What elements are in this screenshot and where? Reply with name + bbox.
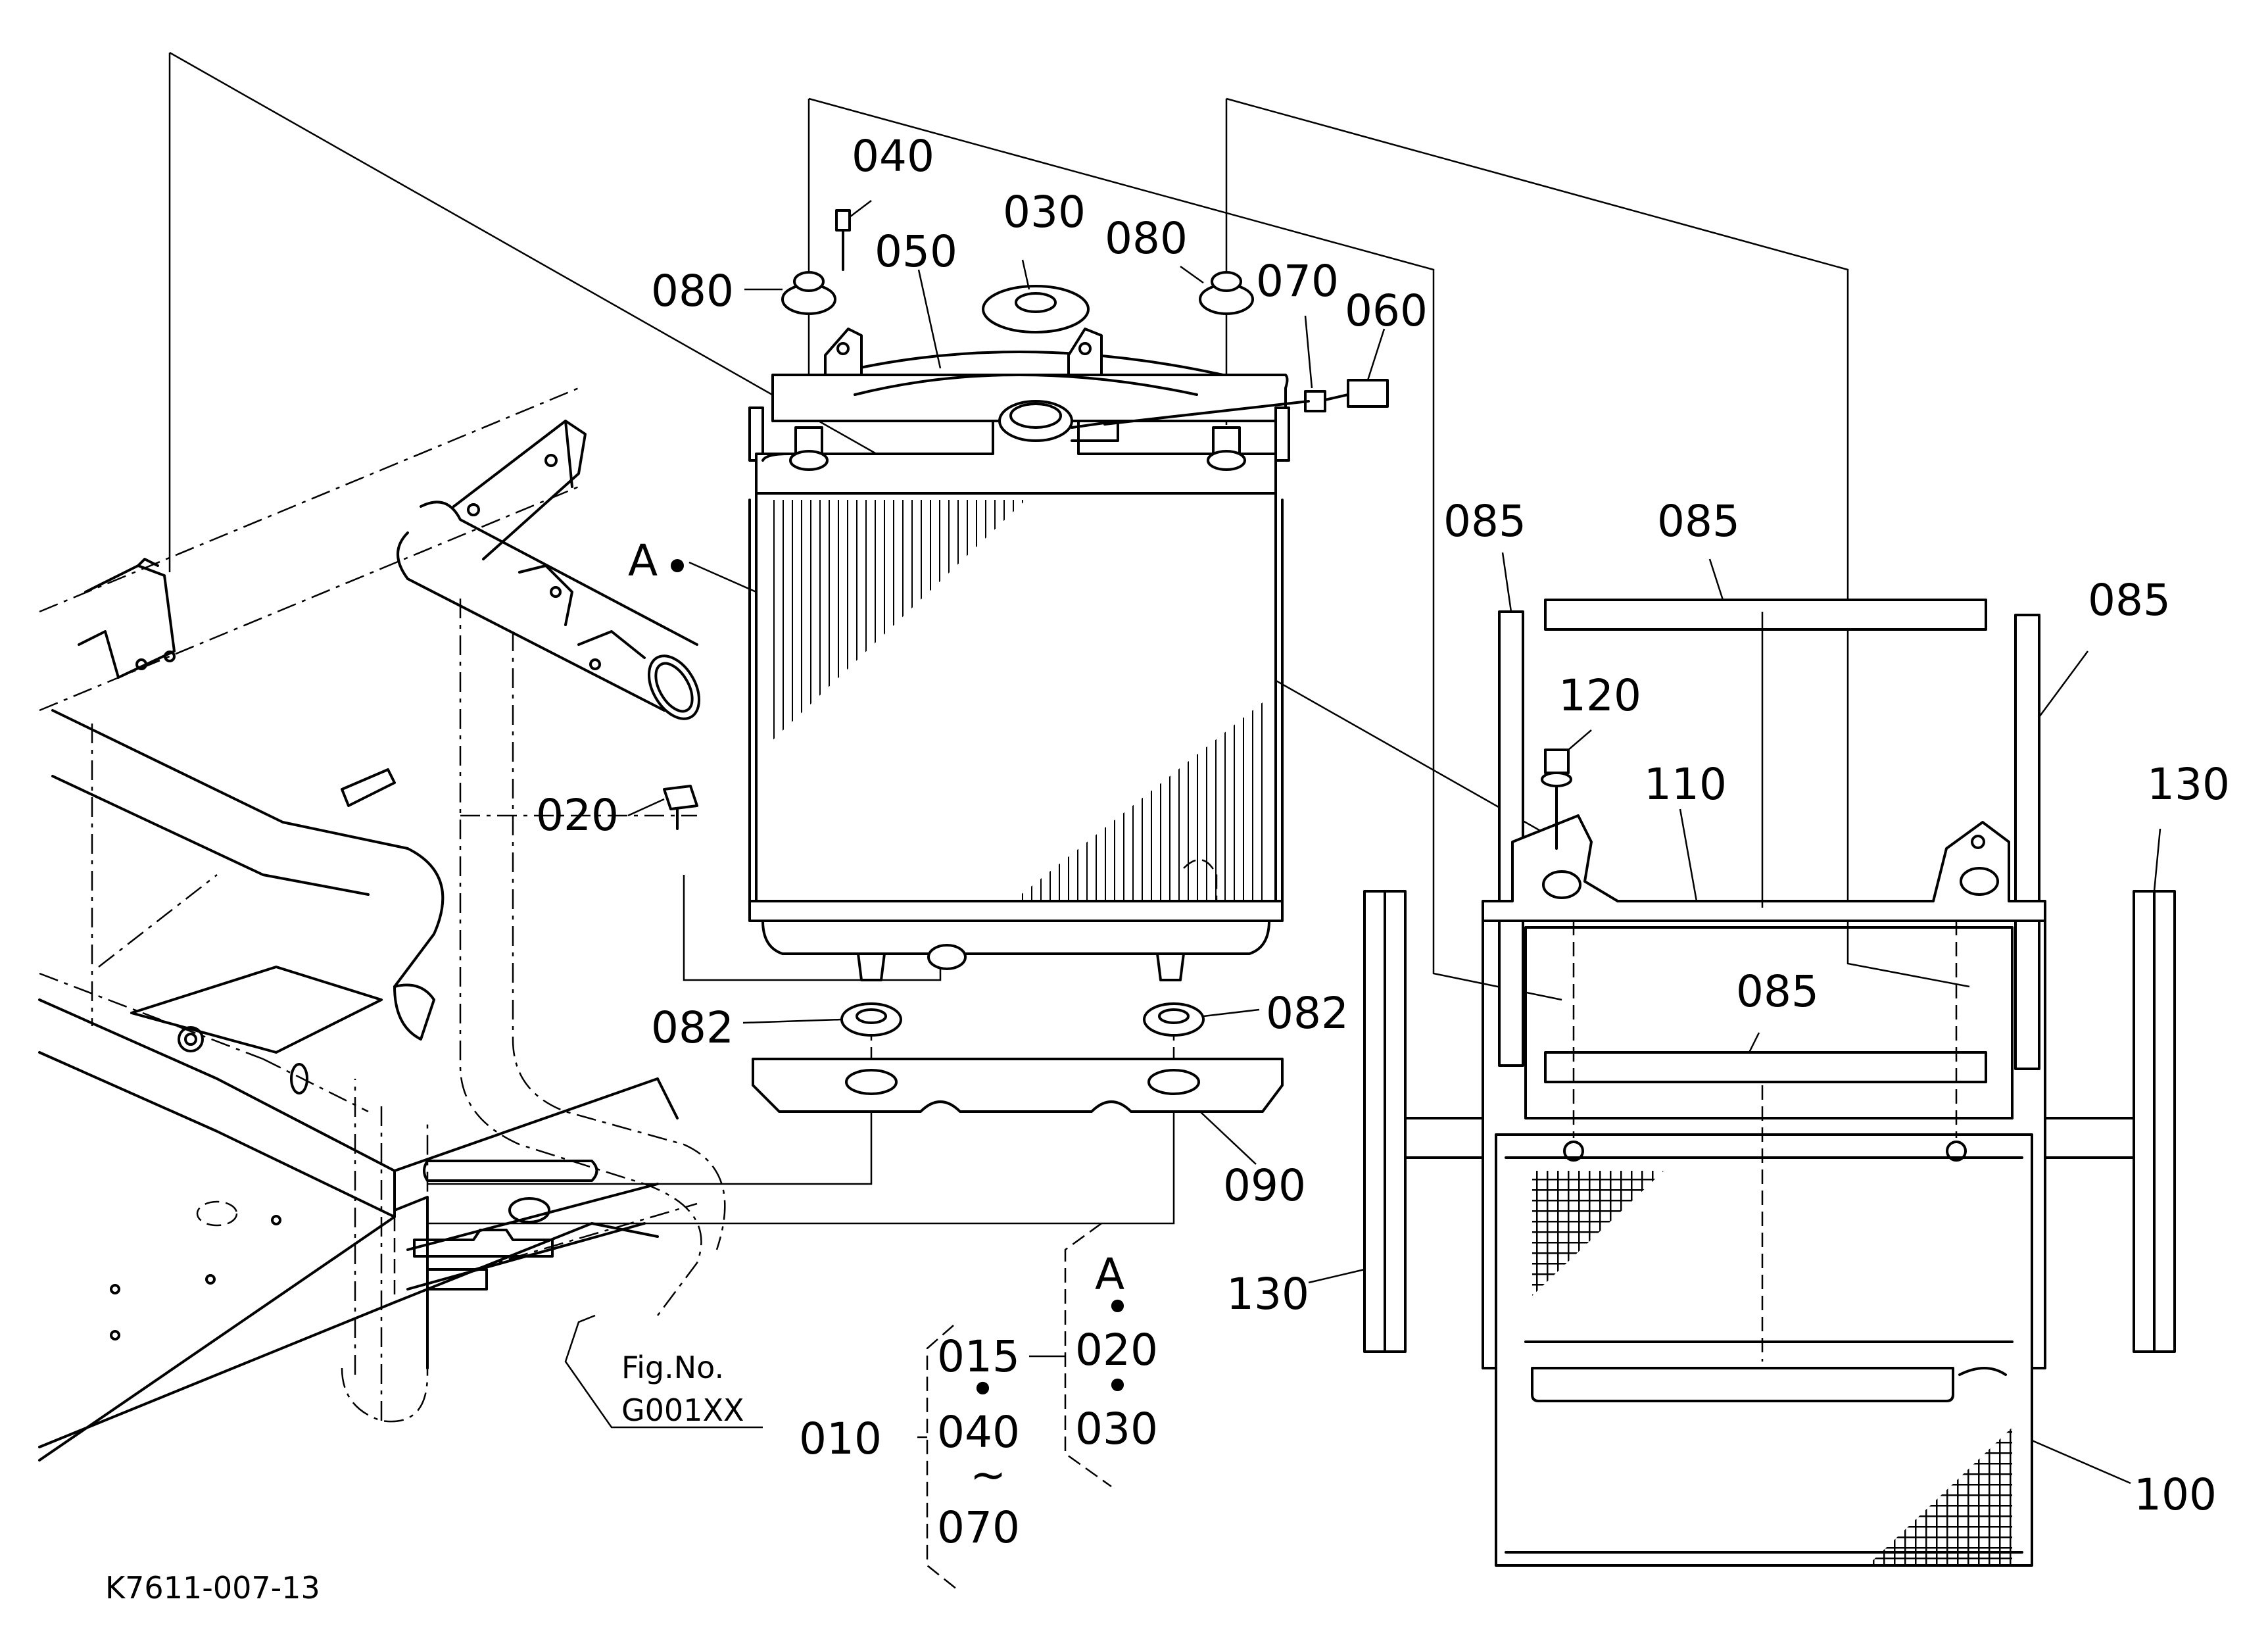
callout-080-right: 080: [1105, 213, 1188, 264]
callout-050: 050: [875, 226, 957, 277]
callout-030: 030: [1003, 187, 1086, 237]
assembly-grouping: 010 015 • 040 ~ 070 A • 020 • 030: [799, 1249, 1158, 1553]
group-dot-1: •: [970, 1364, 996, 1415]
fig-no-code: G001XX: [621, 1392, 744, 1428]
front-grille-assembly: [1363, 599, 2176, 1567]
callout-085-lower: 085: [1736, 966, 1819, 1017]
group-030: 030: [1075, 1404, 1158, 1454]
callout-080-left: 080: [651, 266, 734, 316]
fig-no-label: Fig.No.: [621, 1350, 724, 1385]
callout-100: 100: [2134, 1469, 2217, 1520]
callout-110: 110: [1644, 759, 1727, 810]
group-a: A: [1095, 1249, 1124, 1300]
drawing-code: K7611-007-13: [105, 1570, 320, 1606]
alignment-lines: [168, 51, 1970, 1225]
group-015: 015: [937, 1331, 1020, 1382]
callout-070: 070: [1256, 256, 1339, 307]
callout-120: 120: [1558, 670, 1641, 721]
figure-reference: Fig.No. G001XX: [621, 1350, 744, 1428]
callout-082-left: 082: [651, 1002, 734, 1053]
radiator-small-parts: [663, 209, 1389, 1113]
group-070: 070: [937, 1502, 1020, 1553]
callout-020: 020: [536, 790, 619, 841]
tractor-frame: [38, 387, 726, 1462]
callout-085-right: 085: [2088, 575, 2171, 626]
callout-leaders: [564, 200, 2161, 1485]
callout-090: 090: [1223, 1160, 1306, 1211]
callout-085-left: 085: [1443, 496, 1526, 547]
group-040: 040: [937, 1407, 1020, 1458]
callout-040: 040: [852, 131, 934, 182]
callout-085-top: 085: [1657, 496, 1740, 547]
assembly-a-marker: [671, 559, 684, 572]
group-dot-3: •: [1105, 1361, 1130, 1412]
part-number-labels: 040 030 050 080 080 070 060 A 020 082 08…: [536, 131, 2230, 1520]
callout-130-right: 130: [2147, 759, 2230, 810]
group-brackets: [917, 1222, 1112, 1592]
group-010: 010: [799, 1413, 882, 1464]
callout-060: 060: [1345, 285, 1428, 336]
group-range: ~: [970, 1450, 1006, 1500]
group-dot-2: •: [1105, 1282, 1130, 1333]
callout-130-left: 130: [1226, 1269, 1309, 1319]
callout-assembly-a: A: [628, 535, 658, 586]
radiator-assembly: [748, 328, 1290, 981]
group-020: 020: [1075, 1325, 1158, 1375]
callout-082-right: 082: [1266, 988, 1349, 1039]
